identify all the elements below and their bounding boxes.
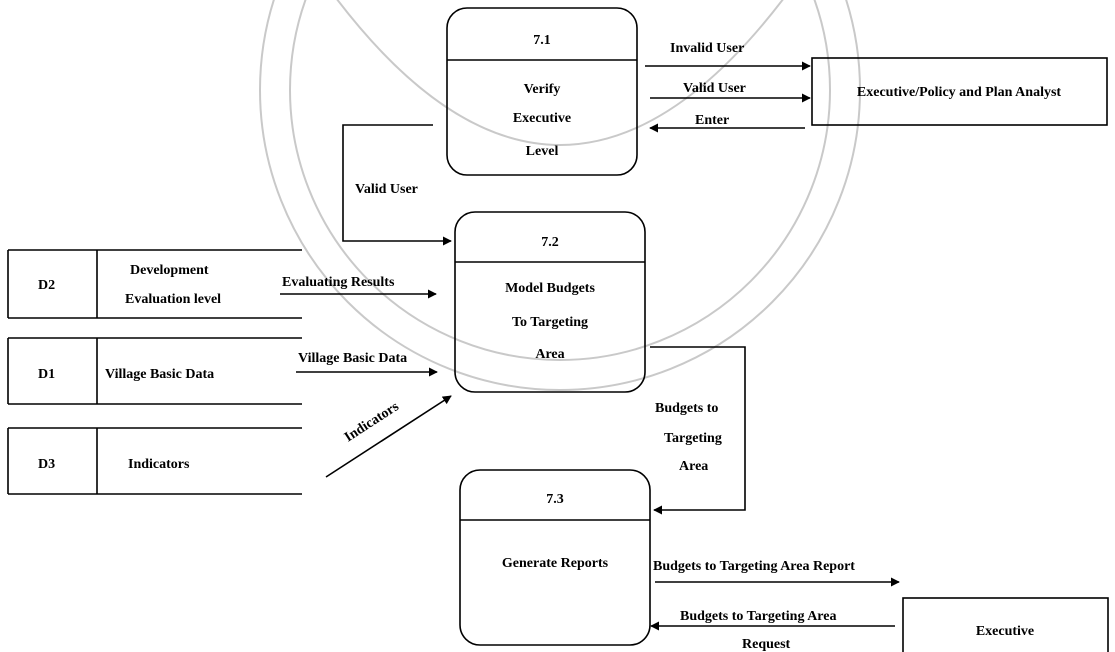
process-7-3: 7.3 Generate Reports: [459, 469, 651, 646]
datastore-d3-id: D3: [38, 457, 55, 472]
datastore-d1-id: D1: [38, 367, 55, 382]
entity-policy-analyst: Executive/Policy and Plan Analyst: [811, 57, 1108, 126]
datastore-d3-label: Indicators: [128, 457, 190, 472]
flow-valid-user-to-model-label: Valid User: [355, 182, 418, 197]
process-7-2: 7.2 Model Budgets To Targeting Area: [454, 211, 646, 393]
flow-village-basic-data-label: Village Basic Data: [298, 351, 407, 366]
entity-executive: Executive: [902, 597, 1109, 652]
datastore-d2-label-line1: Development: [130, 263, 209, 278]
flow-budgets-to-targeting-area: Budgets to Targeting Area: [650, 346, 746, 515]
flow-budgets-label-line3: Area: [679, 459, 708, 474]
flow-valid-user-to-analyst: Valid User: [650, 81, 811, 103]
flow-invalid-user-label: Invalid User: [670, 41, 744, 56]
flow-village-basic-data: Village Basic Data: [296, 351, 438, 377]
datastore-d1-label: Village Basic Data: [105, 367, 214, 382]
flow-report-label: Budgets to Targeting Area Report: [653, 559, 855, 574]
flow-evaluating-results-label: Evaluating Results: [282, 275, 395, 290]
flow-request-label-line1: Budgets to Targeting Area: [680, 609, 836, 624]
flow-valid-user-to-analyst-label: Valid User: [683, 81, 746, 96]
process-7-3-id: 7.3: [546, 492, 564, 507]
process-7-1-label-line3: Level: [526, 144, 559, 159]
flow-request-label-line2: Request: [742, 637, 791, 652]
process-7-2-label-line1: Model Budgets: [505, 281, 595, 296]
flow-budgets-label-line1: Budgets to: [655, 401, 718, 416]
process-7-1-label-line2: Executive: [513, 111, 571, 126]
process-7-3-label-line1: Generate Reports: [502, 556, 609, 571]
process-7-1-label-line1: Verify: [524, 82, 561, 97]
datastore-d2-id: D2: [38, 278, 55, 293]
flow-indicators: Indicators: [325, 395, 452, 478]
process-7-2-label-line3: Area: [535, 347, 564, 362]
process-7-1: 7.1 Verify Executive Level: [446, 7, 638, 176]
flow-indicators-label: Indicators: [342, 399, 402, 445]
flow-invalid-user: Invalid User: [645, 41, 811, 71]
datastore-d2-label-line2: Evaluation level: [125, 292, 221, 307]
flow-evaluating-results: Evaluating Results: [280, 275, 437, 299]
entity-policy-analyst-label: Executive/Policy and Plan Analyst: [857, 85, 1062, 100]
datastore-d1: D1 Village Basic Data: [7, 337, 302, 405]
flow-report: Budgets to Targeting Area Report: [653, 559, 900, 587]
process-7-1-id: 7.1: [533, 33, 551, 48]
flow-enter: Enter: [649, 113, 805, 133]
flow-enter-label: Enter: [695, 113, 729, 128]
flow-budgets-label-line2: Targeting: [664, 431, 722, 446]
datastore-d2: D2 Development Evaluation level: [7, 249, 302, 319]
watermark-seal: [259, 0, 861, 391]
flow-request: Budgets to Targeting Area Request: [650, 609, 895, 652]
flow-valid-user-to-model: Valid User: [342, 124, 452, 246]
entity-executive-label: Executive: [976, 624, 1034, 639]
datastore-d3: D3 Indicators: [7, 427, 302, 495]
process-7-2-id: 7.2: [541, 235, 559, 250]
process-7-2-label-line2: To Targeting: [512, 315, 588, 330]
